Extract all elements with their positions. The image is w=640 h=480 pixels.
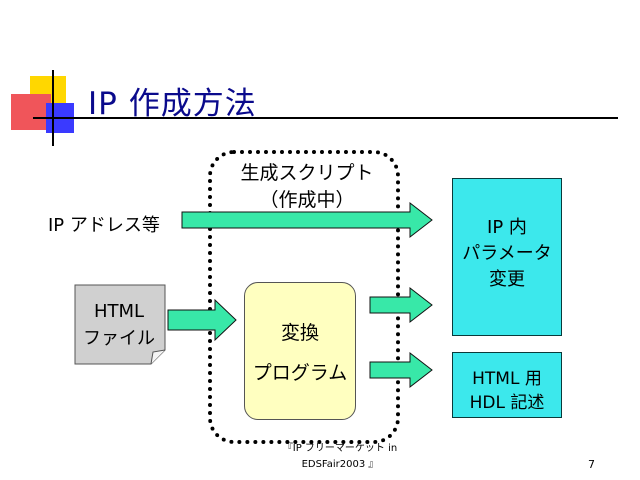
page-number: 7 xyxy=(588,458,595,471)
html-file-label: HTML ファイル xyxy=(83,301,155,349)
footer-source: 『IP フリーマーケット in EDSFair2003 』 xyxy=(282,443,398,470)
program-label-convert: 変換 xyxy=(280,322,319,344)
title-decoration-red-square xyxy=(11,94,51,130)
html-hdl-box xyxy=(452,352,562,418)
arrow-file-to-program xyxy=(167,298,237,342)
html-hdl-label: HTML 用 HDL 記述 xyxy=(469,369,545,413)
slide-title: IP 作成方法 xyxy=(88,86,257,122)
ip-address-label: IP アドレス等 xyxy=(48,215,160,236)
script-label: 生成スクリプト （作成中） xyxy=(240,162,374,211)
ip-parameter-label: IP 内 パラメータ 変更 xyxy=(462,217,552,290)
arrow-ip-to-parameters xyxy=(181,201,433,239)
arrow-program-to-parameters xyxy=(369,286,433,324)
conversion-program-box xyxy=(244,282,356,420)
program-label-program: プログラム xyxy=(252,362,348,384)
arrow-program-to-html xyxy=(369,351,433,389)
html-file-document-icon xyxy=(74,284,166,365)
title-decoration-vertical-line xyxy=(52,70,54,146)
ip-parameter-box xyxy=(452,178,562,336)
title-underline xyxy=(33,117,618,119)
